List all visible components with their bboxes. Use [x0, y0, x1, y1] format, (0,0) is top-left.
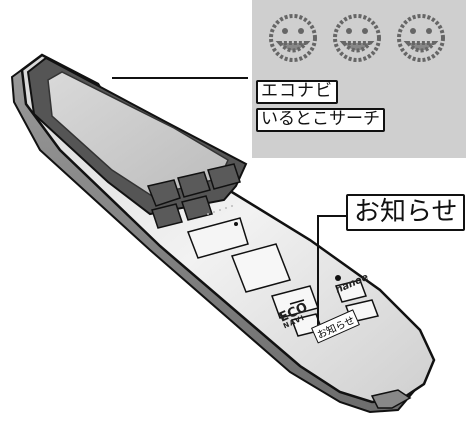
indicator-dot [234, 222, 238, 226]
button-dash [289, 299, 305, 305]
search-label: いるとこサーチ [256, 108, 385, 132]
top-button-3 [207, 163, 241, 190]
mode-button [187, 217, 249, 259]
eco-navi-label: エコナビ [256, 80, 338, 104]
smiley-face-icon [333, 14, 381, 62]
top-button-row2-2 [181, 195, 213, 221]
top-button-2 [177, 171, 211, 198]
nanoe-dot [335, 275, 341, 281]
battery-end [370, 389, 412, 409]
body-dots [207, 205, 233, 215]
smiley-face-icon [397, 14, 445, 62]
notice-leader-line [317, 215, 346, 336]
top-button-1 [146, 179, 181, 207]
smiley-face-icon [269, 14, 317, 62]
notice-callout-label: お知らせ [346, 194, 466, 231]
top-buttons [146, 163, 241, 229]
center-pad [230, 243, 292, 293]
nanoe-button [335, 279, 367, 303]
top-button-row2-1 [151, 203, 183, 229]
